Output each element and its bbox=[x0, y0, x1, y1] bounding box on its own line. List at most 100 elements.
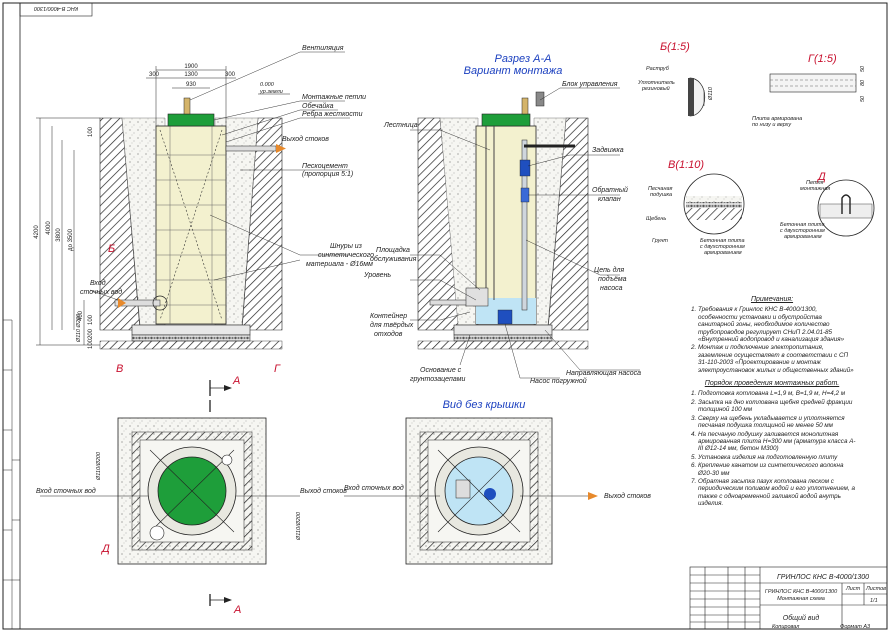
label-cords-2: синтетического bbox=[318, 252, 374, 259]
procedure-title: Порядок проведения монтажных работ. bbox=[704, 380, 840, 388]
title-view: Общий вид bbox=[783, 614, 820, 622]
plan-view-left: Вход сточных вод Выход стоков Ø110/Ø200 … bbox=[36, 400, 347, 616]
section-mark-A-bottom: А bbox=[233, 604, 241, 616]
detail-B-flare: Раструб bbox=[646, 66, 670, 72]
label-base-1: Основание с bbox=[420, 367, 462, 374]
dim-3800: 3800 bbox=[56, 228, 62, 242]
sheet-code: КНС В-4000/1300 bbox=[33, 5, 78, 11]
plan-pipe-b: Ø110/Ø200 bbox=[296, 511, 302, 541]
label-container-1: Контейнер bbox=[370, 312, 407, 320]
detail-V-soil: Грунт bbox=[652, 238, 668, 244]
detail-D: Д Петля монтажная Бетонная плита с двухс… bbox=[780, 171, 875, 240]
dim-100b: 100 bbox=[88, 314, 94, 325]
detail-B-title: Б(1:5) bbox=[660, 41, 690, 53]
detail-B-dim: Ø110 bbox=[708, 86, 714, 101]
detail-V-gravel: Щебень bbox=[646, 216, 666, 222]
title-format: Формат А3 bbox=[840, 624, 871, 630]
label-outlet: Выход стоков bbox=[282, 135, 329, 143]
marker-D: Д bbox=[100, 543, 110, 555]
plan-title: Вид без крышки bbox=[443, 399, 526, 411]
detail-D-concrete-2: с двухсторонним bbox=[780, 228, 825, 234]
section-title-2: Вариант монтажа bbox=[464, 65, 563, 77]
procedure-item: На песчаную подушку заливается монолитна… bbox=[698, 431, 856, 453]
marker-V: В bbox=[116, 363, 123, 375]
dim-300-left: 300 bbox=[149, 72, 160, 78]
procedure-item: Подготовка котлована L=1,9 м, B=1,9 м, H… bbox=[698, 390, 856, 397]
plan-pipe-a: Ø110/Ø200 bbox=[96, 451, 102, 481]
title-block bbox=[689, 566, 888, 630]
label-guide: Направляющая насоса bbox=[566, 370, 641, 377]
label-platform-1: Площадка bbox=[376, 246, 410, 254]
detail-G-slab-1: Плита армирована bbox=[752, 116, 802, 122]
dim-400: 400 bbox=[78, 310, 84, 321]
label-mounting-loops: Монтажные петли bbox=[302, 94, 366, 101]
label-chain-2: подъёма bbox=[598, 275, 627, 283]
label-level: Уровень bbox=[363, 272, 391, 279]
procedure-item: Обратная засыпка пазух котлована песком … bbox=[698, 478, 856, 508]
dim-930: 930 bbox=[186, 82, 197, 88]
plan-view-right: Вид без крышки Вход сточных вод Выход ст… bbox=[344, 399, 651, 565]
detail-V-title: В(1:10) bbox=[668, 159, 704, 171]
dim-4200: 4200 bbox=[34, 225, 40, 239]
title-name-1: ГРИНЛОС КНС В-4000/1300 bbox=[765, 589, 838, 595]
label-pump: Насос погружной bbox=[530, 377, 587, 385]
detail-D-loop-2: монтажная bbox=[800, 186, 830, 192]
label-base-2: грунтозацепами bbox=[410, 376, 466, 383]
title-sheets-label: Листов bbox=[865, 586, 886, 592]
dim-1300: 1300 bbox=[184, 72, 198, 78]
section-title-1: Разрез А-А bbox=[495, 53, 552, 65]
label-chain-1: Цепь для bbox=[594, 266, 624, 274]
notes-title: Примечания: bbox=[750, 296, 794, 303]
detail-G: Г(1:5) Плита армирована по низу и верху … bbox=[752, 53, 866, 128]
label-ventilation: Вентиляция bbox=[302, 45, 344, 52]
detail-G-d1: 80 bbox=[860, 79, 866, 86]
title-name-2: Монтажная схема bbox=[777, 596, 825, 602]
title-sheet-num: 1/1 bbox=[870, 598, 878, 604]
label-ladder: Лестница bbox=[383, 122, 418, 129]
detail-D-concrete-1: Бетонная плита bbox=[780, 222, 825, 228]
detail-G-title: Г(1:5) bbox=[808, 53, 837, 65]
title-project: ГРИНЛОС КНС В-4000/1300 bbox=[777, 574, 869, 581]
detail-D-title: Д bbox=[816, 171, 826, 183]
label-inlet-1: Вход bbox=[90, 279, 106, 287]
dim-300-right: 300 bbox=[225, 72, 236, 78]
label-cords-1: Шнуры из bbox=[330, 243, 363, 250]
marker-B: Б bbox=[108, 243, 115, 255]
procedure-item: Крепление канатом из синтетического воло… bbox=[698, 462, 856, 477]
procedure-item: Засыпка на дно котлована щебня средней ф… bbox=[698, 399, 856, 414]
notes-block: Примечания: Требования к Гринлос КНС В-4… bbox=[688, 296, 856, 514]
detail-G-d2: 50 bbox=[860, 65, 866, 72]
detail-G-d3: 50 bbox=[860, 95, 866, 102]
label-ribs: Ребра жесткости bbox=[302, 110, 363, 118]
plan-outlet-label: Выход стоков bbox=[300, 487, 347, 495]
plan-outlet-label-2: Выход стоков bbox=[604, 492, 651, 500]
dim-4000: 4000 bbox=[46, 221, 52, 235]
detail-B-seal-2: резиновый bbox=[641, 85, 670, 92]
detail-V-concrete-1: Бетонная плита bbox=[700, 238, 745, 244]
detail-D-concrete-3: армированием bbox=[784, 234, 822, 240]
label-sand-cement-ratio: (пропорция 5:1) bbox=[302, 171, 353, 178]
label-container-3: отходов bbox=[374, 330, 403, 338]
label-platform-2: обслуживания bbox=[370, 255, 417, 263]
dim-200: 200 bbox=[88, 328, 94, 339]
front-view: 1900 1300 930 300 300 4200 4000 3800 до … bbox=[34, 45, 374, 396]
pipe-size-label: Ø110 Ø200 bbox=[76, 313, 82, 343]
detail-B: Б(1:5) Раструб Уплотнитель резиновый Ø11… bbox=[637, 41, 714, 117]
detail-V-concrete-3: армированием bbox=[704, 250, 742, 256]
detail-V: В(1:10) Песчаная подушка Щебень Грунт Бе… bbox=[646, 159, 745, 256]
plan-inlet-label-2: Вход сточных вод bbox=[344, 484, 404, 492]
detail-V-sand-2: подушка bbox=[650, 192, 672, 198]
detail-D-loop-1: Петля bbox=[806, 180, 824, 186]
note-item: Требования к Гринлос КНС В-4000/1300, ос… bbox=[698, 306, 856, 343]
detail-V-concrete-2: с двухсторонним bbox=[700, 244, 745, 250]
label-sand-cement: Пескоцемент bbox=[302, 163, 348, 170]
dim-100: 100 bbox=[88, 126, 94, 137]
detail-V-sand-1: Песчаная bbox=[648, 186, 673, 192]
label-inlet-2: сточных вод bbox=[80, 288, 122, 296]
section-view: Разрез А-А Вариант монтажа bbox=[363, 53, 641, 385]
label-chain-3: насоса bbox=[600, 285, 623, 292]
label-check-valve-1: Обратный bbox=[592, 186, 628, 194]
ground-level-label: ур.земли bbox=[259, 89, 283, 95]
label-container-2: для твёрдых bbox=[370, 321, 414, 329]
